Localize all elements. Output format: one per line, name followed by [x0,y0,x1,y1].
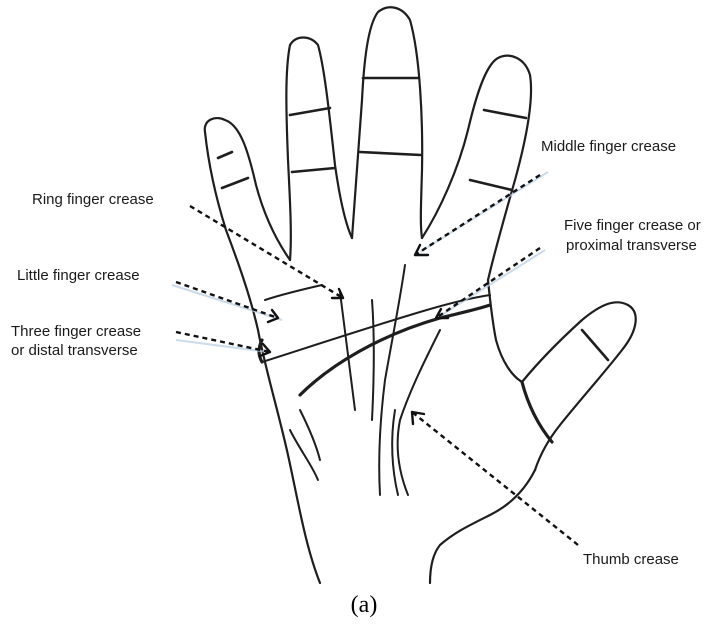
index-finger-joint-1 [484,110,526,118]
middle-finger-crease-label: Middle finger crease [541,137,676,156]
middle-finger-crease-arrow [415,175,540,255]
ring-finger-joint-2 [292,168,335,172]
ring-finger-crease-arrow [190,206,343,298]
three-finger-crease-label-line1: Three finger crease [11,322,141,341]
five-finger-crease-line [300,305,490,395]
ring-finger-crease-line [340,292,355,410]
little-finger-joint-2 [218,152,232,158]
ring-finger-joint-1 [290,108,330,115]
little-finger-crease-label: Little finger crease [17,266,140,285]
little-finger-joint-1 [222,178,248,188]
palm-line-left-2 [290,430,318,480]
ring-finger-crease-label: Ring finger crease [32,190,154,209]
middle-finger-joint-2 [360,152,421,155]
thumb-crease-label: Thumb crease [583,550,679,569]
index-finger-joint-2 [470,180,512,190]
pointer-arrows [172,172,578,545]
five-finger-crease-label-line1: Five finger crease or [564,216,701,235]
palm-creases [259,265,490,495]
figure-caption: (a) [0,592,728,619]
palm-line-center [372,300,374,420]
thumb-joint-2 [522,382,552,442]
hand-outline [205,7,636,583]
five-finger-crease-label-line2: proximal transverse [566,236,697,255]
thumb-crease-arrow [412,412,578,545]
thumb-joint-1 [582,330,608,360]
little-finger-crease-line [265,285,322,300]
three-finger-crease-label-line2: or distal transverse [11,341,138,360]
little-finger-crease-arrow [176,282,278,318]
